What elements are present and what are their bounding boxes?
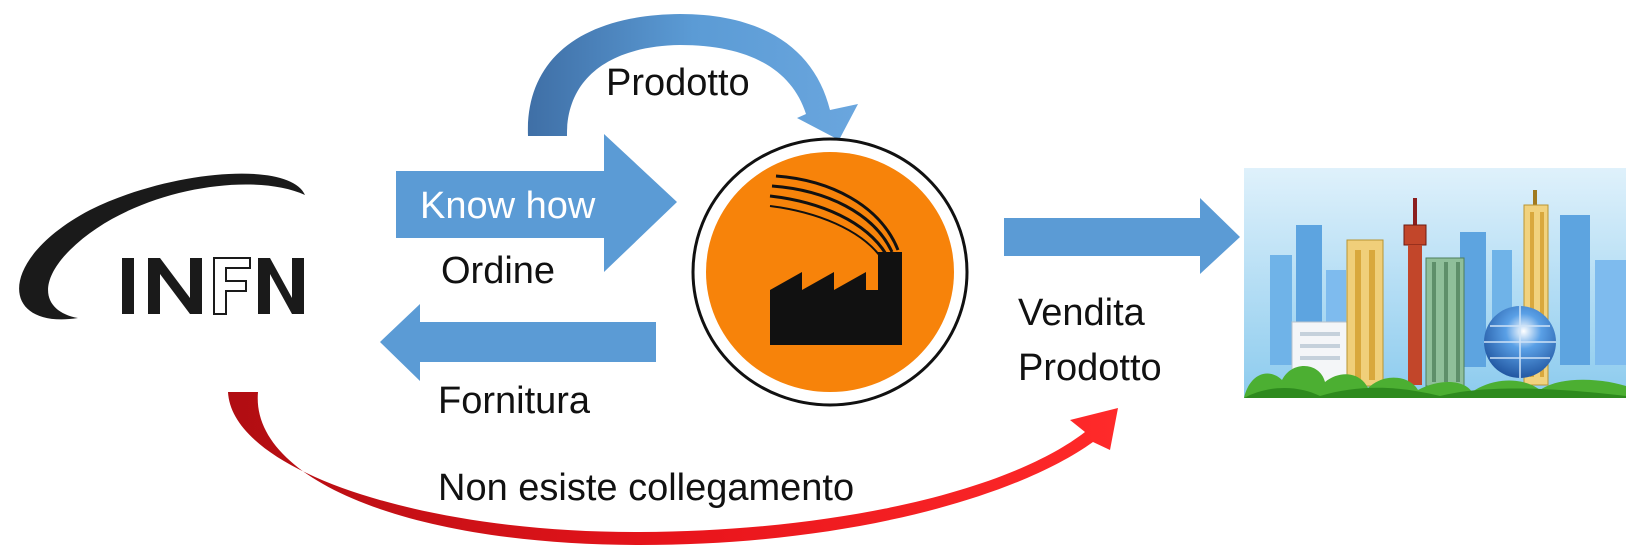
non-esiste-red-arrow (228, 392, 1118, 545)
label-prodotto-top: Prodotto (606, 62, 750, 104)
fornitura-arrow (380, 304, 656, 381)
label-vendita-prodotto: Prodotto (1018, 347, 1162, 389)
label-non-esiste-collegamento: Non esiste collegamento (438, 467, 855, 509)
label-ordine: Ordine (441, 250, 556, 292)
logo-letter-f (213, 257, 251, 315)
city-skyline-icon (1244, 168, 1626, 398)
label-know-how: Know how (420, 185, 596, 227)
factory-icon (691, 137, 969, 407)
prodotto-curved-arrow (527, 14, 858, 140)
logo-swoosh (19, 173, 305, 320)
infn-logo (19, 173, 305, 320)
logo-letter-i (122, 258, 134, 314)
vendita-arrow (1004, 198, 1240, 274)
know-how-arrow (396, 134, 677, 272)
label-vendita: Vendita (1018, 292, 1145, 334)
label-fornitura: Fornitura (438, 380, 591, 422)
logo-letter-n2 (258, 258, 304, 314)
logo-letter-n1 (148, 258, 202, 314)
